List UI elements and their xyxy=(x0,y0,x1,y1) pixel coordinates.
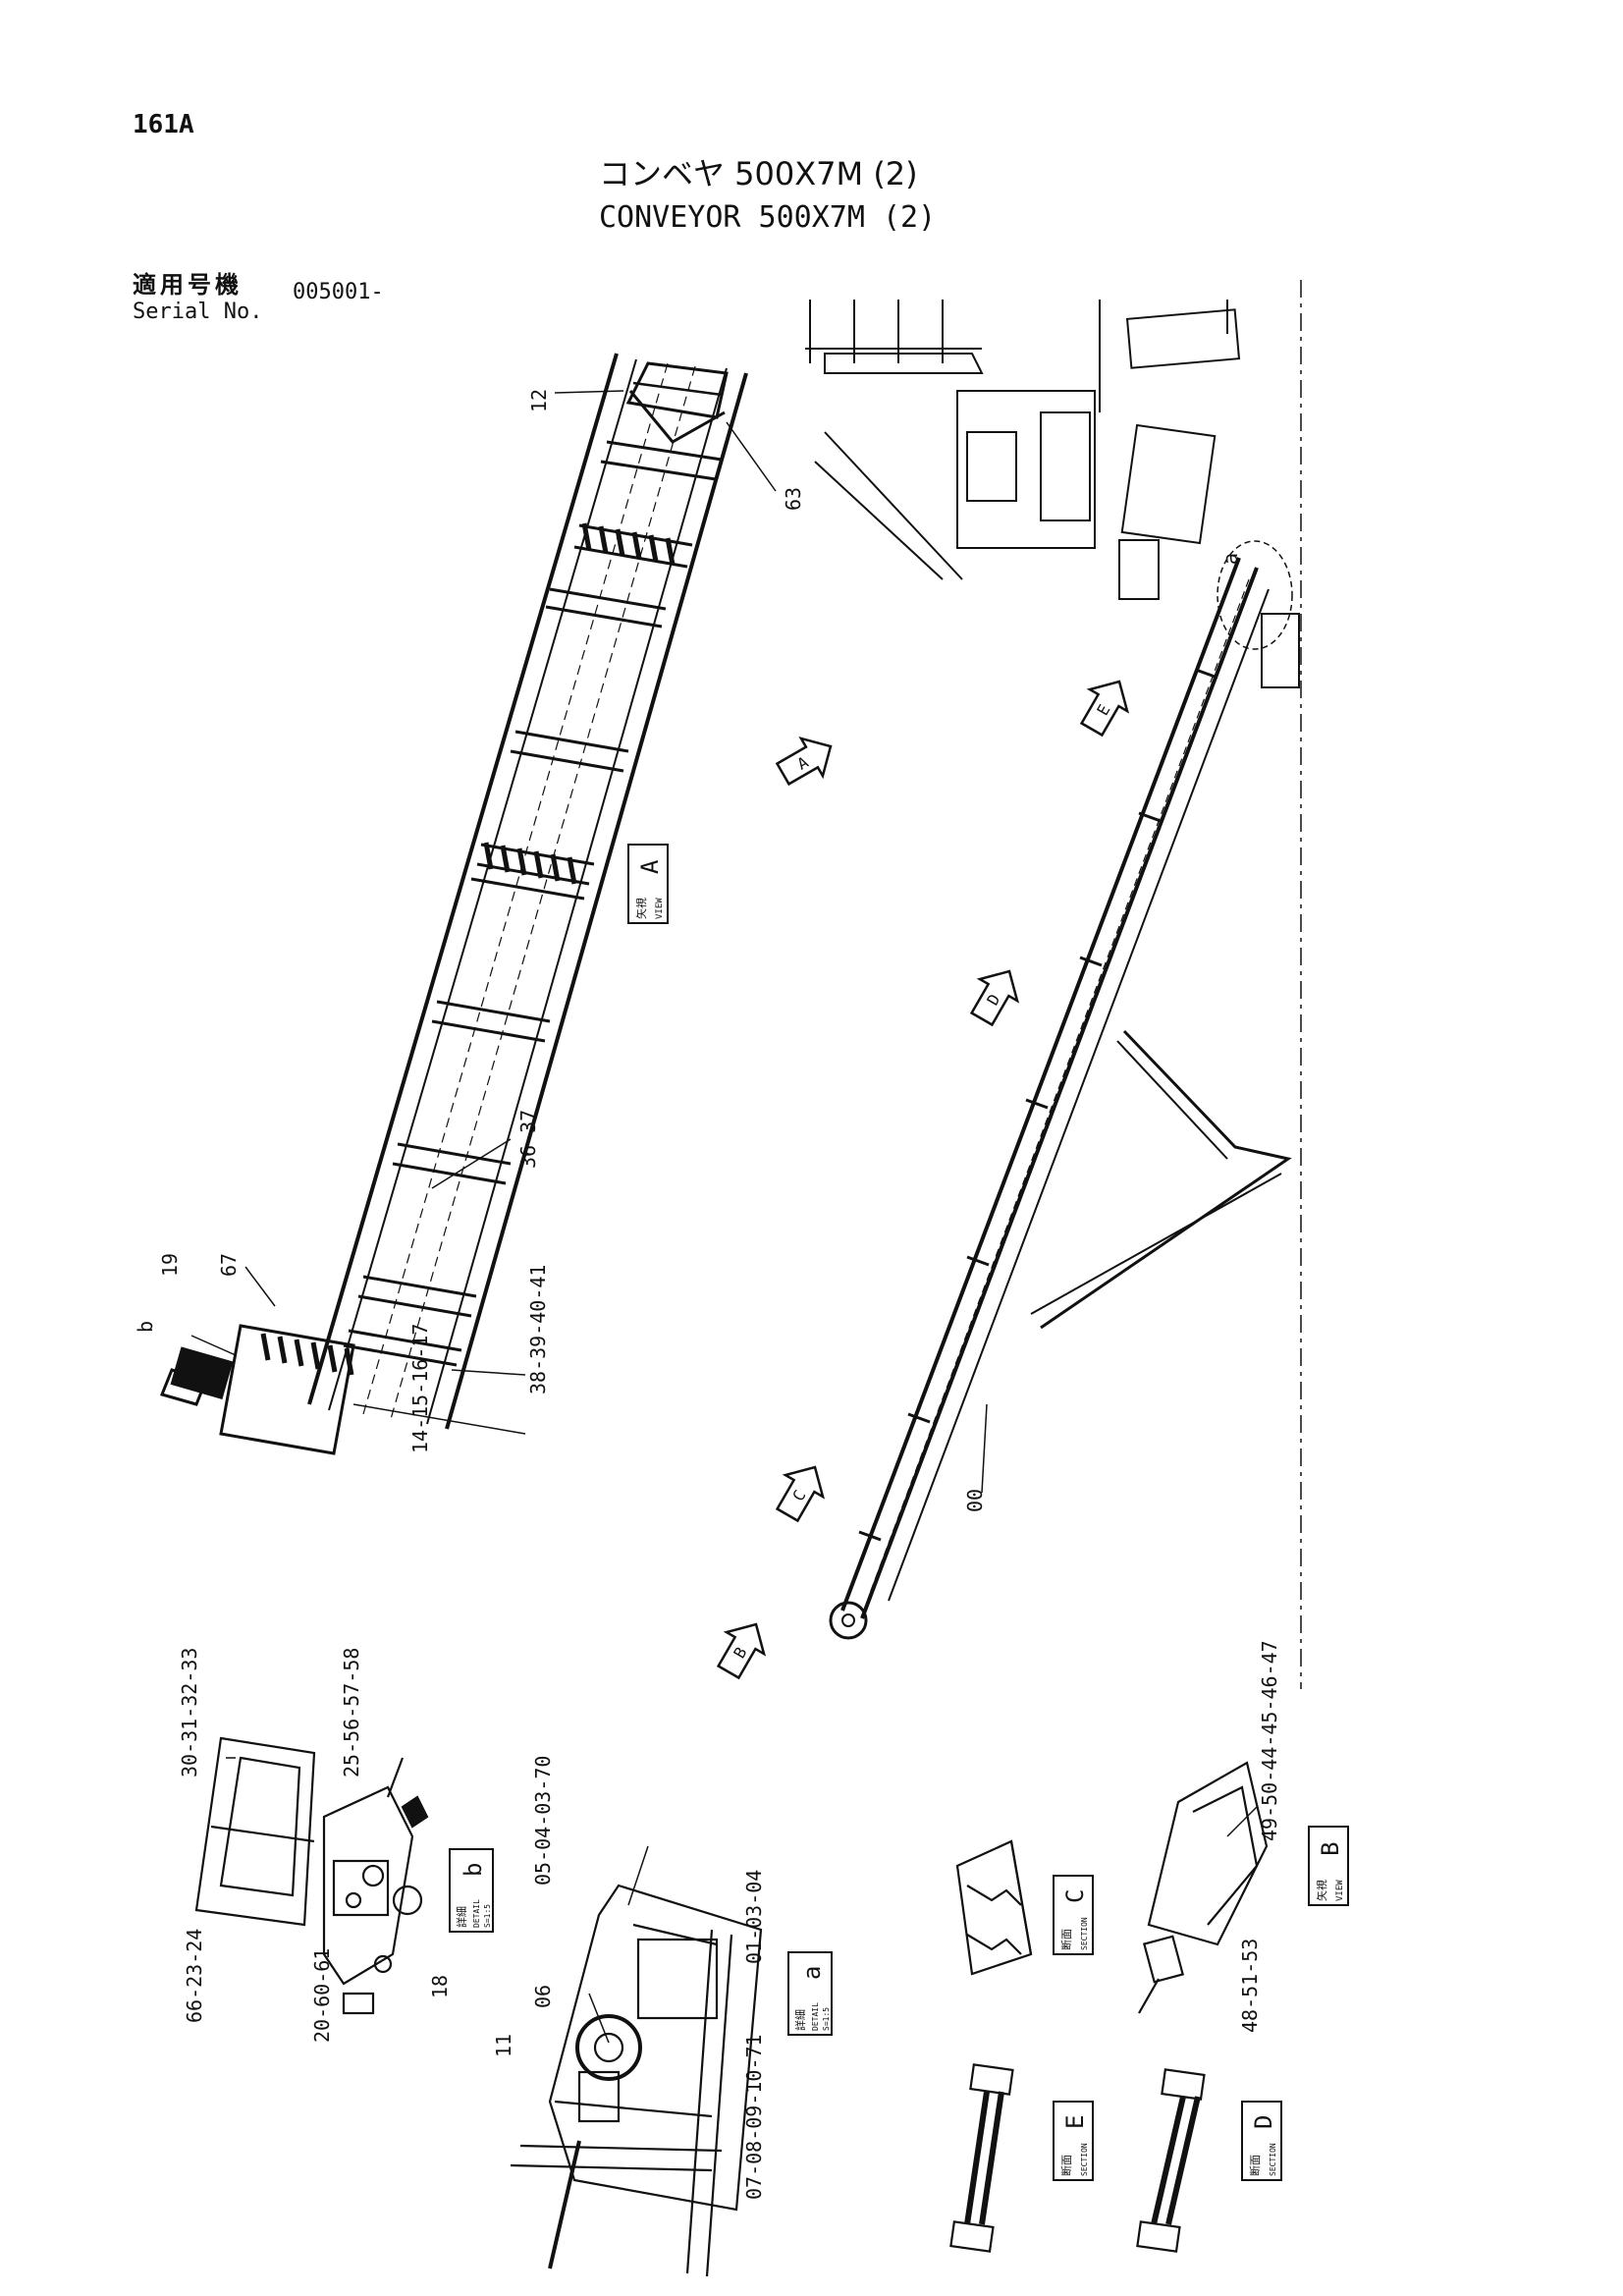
svg-text:詳細: 詳細 xyxy=(793,2009,807,2031)
svg-text:B: B xyxy=(1317,1842,1344,1856)
callout-20-61: 20-60-61 xyxy=(310,1948,334,2043)
svg-text:b: b xyxy=(460,1863,487,1877)
page-number: 161A xyxy=(133,110,194,139)
svg-text:E: E xyxy=(1061,2115,1089,2129)
svg-text:断面: 断面 xyxy=(1059,1929,1073,1950)
svg-text:S=1:5: S=1:5 xyxy=(483,1904,492,1928)
callout-25-58: 25-56-57-58 xyxy=(340,1648,363,1777)
svg-text:DETAIL: DETAIL xyxy=(472,1899,481,1928)
detail-label-b: 詳細 DETAIL S=1:5 b xyxy=(449,1848,494,1933)
svg-text:S=1:5: S=1:5 xyxy=(822,2007,831,2031)
view-label-b: 矢視 VIEW B xyxy=(1308,1826,1349,1906)
section-e-drawing xyxy=(949,2063,1014,2253)
callout-a: a xyxy=(1218,553,1242,565)
callout-49-47: 49-50-44-45-46-47 xyxy=(1258,1640,1281,1841)
svg-text:a: a xyxy=(798,1966,826,1980)
view-label-a: 矢視 VIEW A xyxy=(627,844,669,924)
callout-19: 19 xyxy=(158,1253,182,1277)
svg-text:SECTION: SECTION xyxy=(1269,2143,1277,2176)
callout-11: 11 xyxy=(492,2034,515,2057)
callout-14-17: 14-15-16-17 xyxy=(408,1324,432,1453)
detail-b-drawing xyxy=(194,1736,429,2015)
callout-00: 00 xyxy=(963,1489,987,1512)
view-arrow-b: B xyxy=(716,1622,767,1680)
svg-text:詳細: 詳細 xyxy=(455,1906,468,1928)
svg-text:断面: 断面 xyxy=(1248,2155,1262,2176)
callout-48-53: 48-51-53 xyxy=(1238,1939,1262,2033)
view-arrow-a: A xyxy=(775,736,833,787)
svg-text:SECTION: SECTION xyxy=(1080,2143,1089,2176)
callout-18: 18 xyxy=(428,1975,452,1998)
callout-01-04: 01-03-04 xyxy=(742,1870,766,1964)
section-label-c: 断面 SECTION C xyxy=(1053,1875,1094,1955)
callout-38-41: 38-39-40-41 xyxy=(526,1265,550,1394)
detail-a-drawing xyxy=(510,1884,763,2277)
section-c-drawing xyxy=(955,1839,1033,1976)
svg-text:断面: 断面 xyxy=(1059,2155,1073,2176)
drawing-title-japanese: コンベヤ 500X7M (2) xyxy=(599,155,918,192)
callout-07-71: 07-08-09-10-71 xyxy=(742,2034,766,2200)
impact-idler-hatch xyxy=(260,522,676,1376)
svg-text:VIEW: VIEW xyxy=(1335,1880,1345,1901)
serial-number-value: 005001- xyxy=(293,280,384,304)
detail-label-a: 詳細 DETAIL S=1:5 a xyxy=(787,1951,833,2036)
idler-cross-members xyxy=(343,440,723,1367)
callout-12: 12 xyxy=(527,389,551,412)
callout-06: 06 xyxy=(531,1985,555,2008)
svg-text:矢視: 矢視 xyxy=(1315,1880,1328,1901)
view-arrow-e: E xyxy=(1079,680,1130,738)
svg-text:C: C xyxy=(1061,1889,1089,1903)
view-arrow-c: C xyxy=(775,1465,826,1523)
drawing-title-english: CONVEYOR 500X7M (2) xyxy=(599,200,937,235)
svg-text:SECTION: SECTION xyxy=(1080,1917,1089,1950)
serial-label-english: Serial No. xyxy=(133,300,263,324)
callout-numbers: 12 63 19 67 b a 36-37 38-39-40-41 14-15-… xyxy=(134,389,1281,2200)
section-d-drawing xyxy=(1136,2068,1206,2253)
svg-text:D: D xyxy=(1250,2115,1277,2129)
svg-text:VIEW: VIEW xyxy=(655,898,665,919)
callout-67: 67 xyxy=(217,1253,241,1277)
callout-05-70: 05-04-03-70 xyxy=(531,1756,555,1886)
callout-63: 63 xyxy=(782,487,805,511)
callout-36-37: 36-37 xyxy=(516,1110,540,1169)
callout-30-33: 30-31-32-33 xyxy=(178,1648,201,1777)
svg-text:矢視: 矢視 xyxy=(634,898,648,919)
section-label-e: 断面 SECTION E xyxy=(1053,2101,1094,2181)
callout-b: b xyxy=(134,1321,157,1333)
serial-label-japanese: 適用号機 xyxy=(133,271,243,299)
leader-lines xyxy=(190,390,1258,2044)
svg-text:DETAIL: DETAIL xyxy=(811,2002,820,2031)
svg-text:A: A xyxy=(636,859,664,874)
view-arrow-d: D xyxy=(969,969,1020,1027)
callout-66-24: 66-23-24 xyxy=(183,1929,206,2023)
section-label-d: 断面 SECTION D xyxy=(1241,2101,1282,2181)
view-b-drawing xyxy=(1138,1761,1269,2014)
conveyor-side-view xyxy=(805,280,1302,1689)
